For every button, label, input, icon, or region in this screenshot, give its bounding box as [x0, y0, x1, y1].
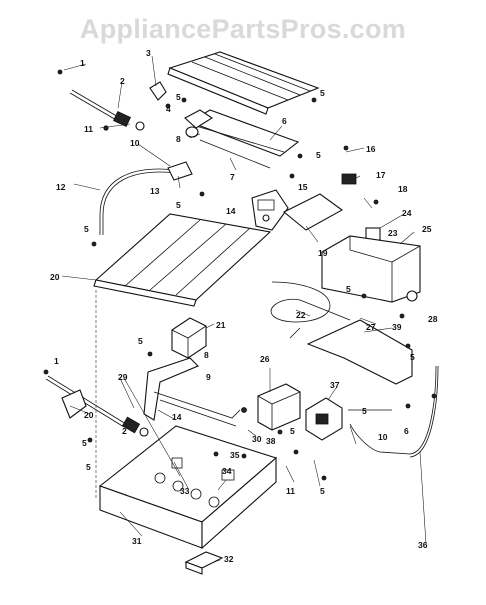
callout-5: 5 [362, 406, 367, 416]
callout-7: 7 [230, 172, 235, 182]
callout-12: 12 [56, 182, 66, 192]
callout-26: 26 [260, 354, 270, 364]
callout-37: 37 [330, 380, 340, 390]
callout-5: 5 [290, 426, 295, 436]
callout-8: 8 [204, 350, 209, 360]
mounting-bracket [149, 81, 167, 101]
callout-21: 21 [216, 320, 226, 330]
callout-30: 30 [252, 434, 262, 444]
callout-23: 23 [388, 228, 398, 238]
callout-16: 16 [366, 144, 376, 154]
callout-27: 27 [366, 322, 376, 332]
callout-5: 5 [84, 224, 89, 234]
callout-5: 5 [86, 462, 91, 472]
callout-8: 8 [176, 134, 181, 144]
callout-6: 6 [282, 116, 287, 126]
callout-20: 20 [84, 410, 94, 420]
callout-5: 5 [320, 88, 325, 98]
callout-35: 35 [230, 450, 240, 460]
callout-17: 17 [376, 170, 386, 180]
heat-shield [93, 213, 272, 307]
callout-1: 1 [54, 356, 59, 366]
leader-lines [61, 55, 427, 563]
callout-5: 5 [176, 200, 181, 210]
side-panel [321, 235, 421, 303]
callout-5: 5 [316, 150, 321, 160]
callout-22: 22 [296, 310, 306, 320]
orifice-fitting [167, 161, 193, 181]
callout-15: 15 [298, 182, 308, 192]
callout-19: 19 [318, 248, 328, 258]
callout-24: 24 [402, 208, 412, 218]
callout-5: 5 [346, 284, 351, 294]
callout-33: 33 [180, 486, 190, 496]
callout-5: 5 [82, 438, 87, 448]
callout-25: 25 [422, 224, 432, 234]
callout-4: 4 [166, 104, 171, 114]
callout-5: 5 [138, 336, 143, 346]
callout-18: 18 [398, 184, 408, 194]
callout-labels: 1 2 3 5 5 4 11 6 8 5 10 7 15 16 17 12 13… [50, 48, 438, 564]
watermark: AppliancePartsPros.com [79, 14, 407, 44]
switch-part [341, 173, 357, 185]
callout-9: 9 [206, 372, 211, 382]
callout-38: 38 [266, 436, 276, 446]
callout-14: 14 [172, 412, 182, 422]
callout-6: 6 [404, 426, 409, 436]
gas-valve [305, 397, 343, 441]
burner-assembly [184, 109, 300, 169]
callout-13: 13 [150, 186, 160, 196]
callout-3: 3 [146, 48, 151, 58]
control-bracket [282, 193, 344, 231]
callout-34: 34 [222, 466, 232, 476]
callout-31: 31 [132, 536, 142, 546]
fasteners [43, 69, 437, 481]
callout-5: 5 [320, 486, 325, 496]
gas-line [99, 168, 176, 235]
callout-10: 10 [130, 138, 140, 148]
callout-2: 2 [120, 76, 125, 86]
lower-electrode [45, 375, 149, 437]
callout-5: 5 [176, 92, 181, 102]
callout-5: 5 [410, 352, 415, 362]
control-module [251, 189, 289, 231]
callout-39: 39 [392, 322, 402, 332]
top-heat-shield [167, 51, 320, 115]
sensor-block [184, 551, 224, 575]
electrode-bracket [61, 389, 87, 419]
callout-29: 29 [118, 372, 128, 382]
junction-box [171, 317, 207, 359]
callout-32: 32 [224, 554, 234, 564]
igniter-electrode [69, 89, 145, 131]
callout-14: 14 [226, 206, 236, 216]
callout-2: 2 [122, 426, 127, 436]
rear-bracket [306, 319, 413, 385]
lower-burner [143, 357, 241, 427]
callout-28: 28 [428, 314, 438, 324]
burner-box [98, 425, 278, 550]
callout-36: 36 [418, 540, 428, 550]
callout-11: 11 [286, 486, 295, 496]
wire-harness [270, 281, 351, 323]
callout-10: 10 [378, 432, 388, 442]
callout-11: 11 [84, 124, 93, 134]
callout-20: 20 [50, 272, 60, 282]
callout-1: 1 [80, 58, 85, 68]
valve-cover [257, 383, 301, 431]
